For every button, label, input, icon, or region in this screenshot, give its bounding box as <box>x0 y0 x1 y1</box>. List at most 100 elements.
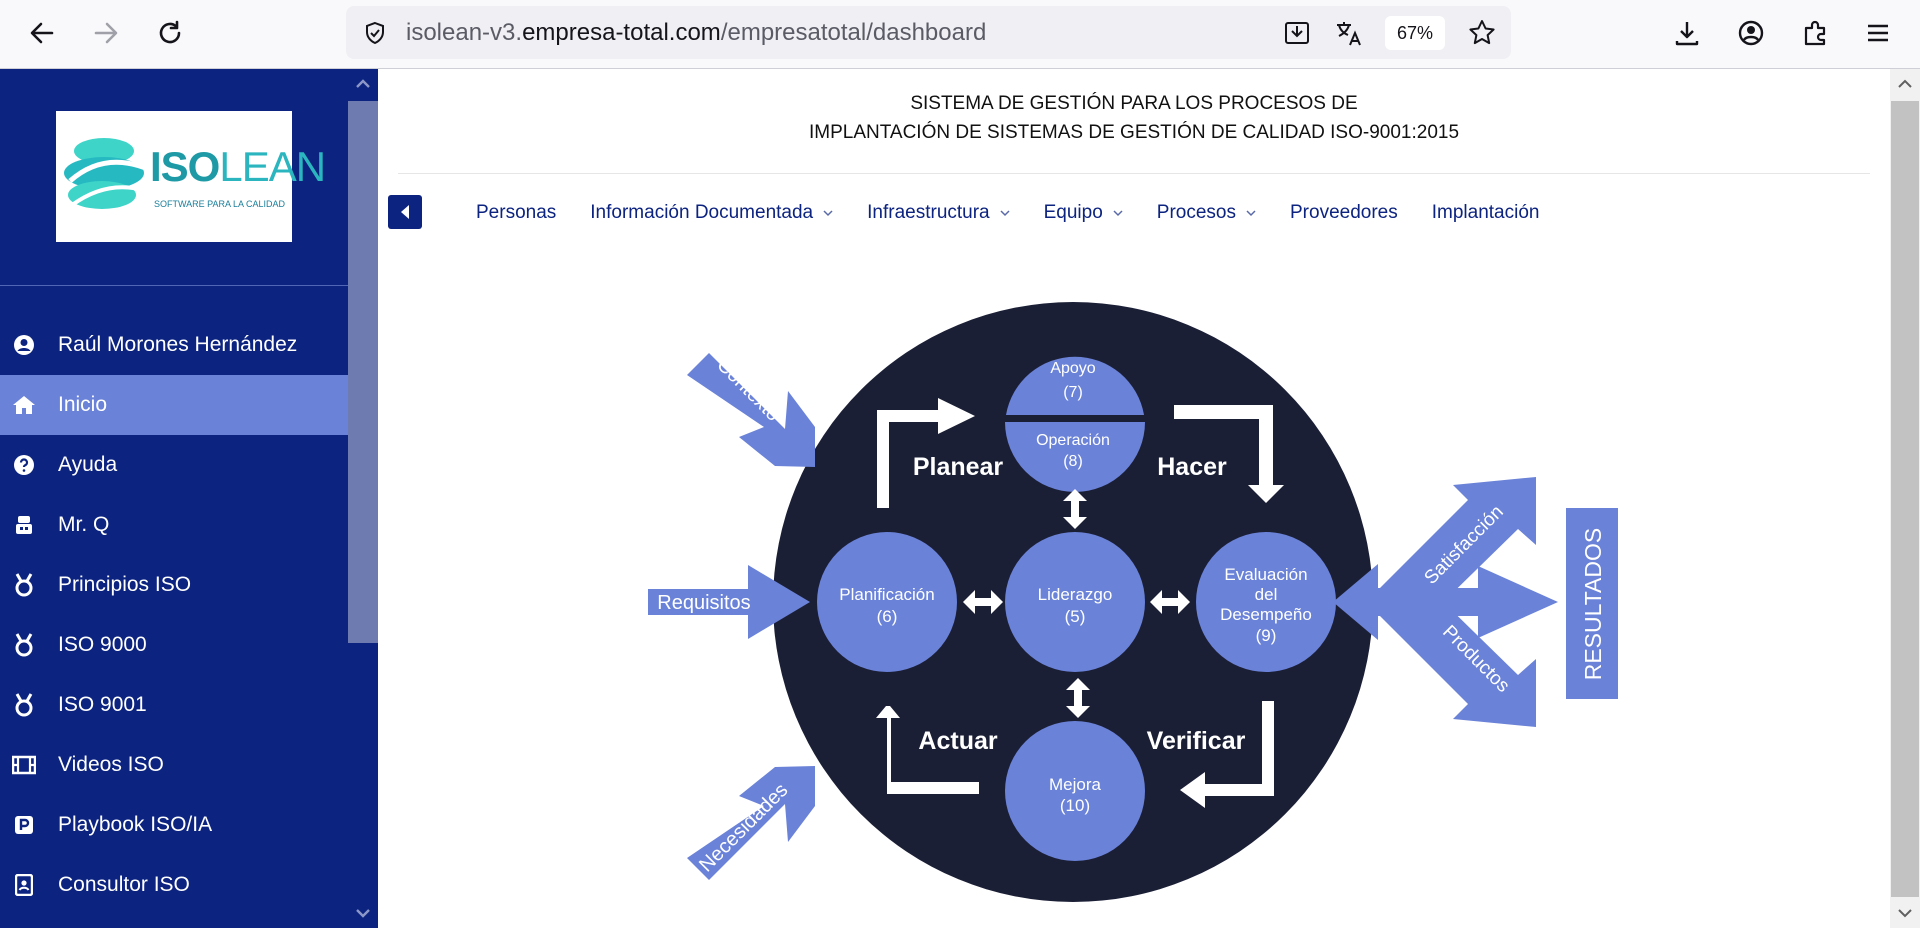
sidebar-item-label: Inicio <box>58 393 108 416</box>
medal-icon <box>12 693 36 717</box>
sidebar-item-label: Videos ISO <box>58 753 164 776</box>
mejora-number: (10) <box>1060 796 1090 815</box>
sidebar-item-mr-q[interactable]: Mr. Q <box>0 495 348 555</box>
sidebar-item-label: Consultor ISO <box>58 873 190 896</box>
account-button[interactable] <box>1731 13 1771 53</box>
nav-implantacion[interactable]: Implantación <box>1432 202 1540 224</box>
title-divider <box>398 173 1870 174</box>
evaluacion-label-3: Desempeño <box>1220 605 1312 624</box>
url-bar[interactable]: isolean-v3.empresa-total.com/empresatota… <box>346 6 1511 59</box>
pdca-diagram: Contexto Requisitos Necesidades Satisfac… <box>648 302 1618 902</box>
connector-arrows <box>963 489 1190 718</box>
medal-icon <box>12 573 36 597</box>
reload-icon <box>159 20 181 44</box>
sidebar-item-ayuda[interactable]: Ayuda <box>0 435 348 495</box>
arrow-left-icon <box>30 22 54 44</box>
page-scroll-thumb[interactable] <box>1891 101 1919 897</box>
extensions-button[interactable] <box>1795 13 1835 53</box>
caret-left-icon <box>401 205 409 219</box>
apoyo-number: (7) <box>1063 384 1083 401</box>
necesidades-arrow: Necesidades <box>687 766 815 880</box>
globe-logo-icon <box>64 138 149 209</box>
nav-label: Personas <box>476 202 557 223</box>
forward-button[interactable] <box>86 13 126 53</box>
sidebar-item-iso-9001[interactable]: ISO 9001 <box>0 675 348 735</box>
sidebar-item-label: Principios ISO <box>58 573 192 596</box>
nav-personas[interactable]: Personas <box>476 202 556 224</box>
contexto-arrow: Contexto <box>687 353 815 467</box>
scroll-down-icon <box>356 909 370 918</box>
planificacion-number: (6) <box>877 607 898 626</box>
page-title-line-2: IMPLANTACIÓN DE SISTEMAS DE GESTIÓN DE C… <box>808 122 1460 143</box>
shield-icon[interactable] <box>356 14 394 52</box>
user-name: Raúl Morones Hernández <box>58 333 298 356</box>
back-button[interactable] <box>22 13 62 53</box>
apoyo-operacion-node[interactable]: Apoyo (7) Operación (8) <box>1005 356 1145 492</box>
sidebar-scroll-thumb[interactable] <box>348 101 378 643</box>
id-badge-icon <box>12 873 36 897</box>
sidebar-item-principios-iso[interactable]: Principios ISO <box>0 555 348 615</box>
translate-icon[interactable] <box>1330 14 1368 52</box>
sidebar-scrollbar[interactable] <box>348 69 378 928</box>
page-scrollbar[interactable] <box>1890 69 1920 928</box>
sidebar-item-label: ISO 9000 <box>58 633 147 656</box>
hacer-label: Hacer <box>1157 453 1227 481</box>
sidebar-toggle-button[interactable] <box>388 195 422 229</box>
menu-button[interactable] <box>1858 13 1898 53</box>
zoom-level-badge[interactable]: 67% <box>1385 16 1445 50</box>
resultados-label: RESULTADOS <box>1580 528 1606 681</box>
evaluacion-label-1: Evaluación <box>1224 565 1307 584</box>
evaluacion-label-2: del <box>1255 585 1278 604</box>
home-icon <box>12 393 36 417</box>
sidebar-item-videos-iso[interactable]: Videos ISO <box>0 735 348 795</box>
chevron-down-icon <box>1113 210 1123 217</box>
requisitos-arrow: Requisitos <box>648 565 810 639</box>
downloads-button[interactable] <box>1667 13 1707 53</box>
double-arrow-lid-eval <box>1150 590 1190 614</box>
medal-icon <box>12 633 36 657</box>
bookmark-star-icon[interactable] <box>1463 14 1501 52</box>
operacion-number: (8) <box>1063 453 1083 470</box>
scroll-up-icon <box>1898 79 1912 88</box>
puzzle-icon <box>1804 20 1826 46</box>
hacer-arrow <box>1174 405 1284 503</box>
actuar-arrow <box>876 706 979 794</box>
sidebar-item-consultor-iso[interactable]: Consultor ISO <box>0 855 348 915</box>
page-title-line-1: SISTEMA DE GESTIÓN PARA LOS PROCESOS DE <box>910 93 1358 114</box>
evaluacion-number: (9) <box>1256 626 1277 645</box>
url-text[interactable]: isolean-v3.empresa-total.com/empresatota… <box>406 19 987 46</box>
sidebar-item-inicio[interactable]: Inicio <box>0 375 348 435</box>
sidebar: ISOLEAN SOFTWARE PARA LA CALIDAD Raúl Mo… <box>0 69 348 928</box>
nav-label: Implantación <box>1431 202 1540 223</box>
liderazgo-number: (5) <box>1065 607 1086 626</box>
chevron-down-icon <box>1000 210 1010 217</box>
nav-label: Procesos <box>1156 202 1236 223</box>
planificacion-label: Planificación <box>839 585 934 604</box>
page-save-icon[interactable] <box>1278 14 1316 52</box>
liderazgo-node[interactable]: Liderazgo (5) <box>1005 532 1145 672</box>
nav-informacion-documentada[interactable]: Información Documentada <box>590 202 833 224</box>
liderazgo-label: Liderazgo <box>1038 585 1113 604</box>
actuar-label: Actuar <box>918 727 997 755</box>
reload-button[interactable] <box>150 13 190 53</box>
download-icon <box>1675 22 1699 46</box>
planificacion-node[interactable]: Planificación (6) <box>817 532 957 672</box>
double-arrow-plan-lid <box>963 590 1003 614</box>
isolean-logo[interactable]: ISOLEAN SOFTWARE PARA LA CALIDAD <box>56 111 326 242</box>
requisitos-label: Requisitos <box>657 592 750 614</box>
user-circle-icon <box>12 333 36 357</box>
nav-label: Información Documentada <box>590 202 814 223</box>
pdca-cycle-arrows <box>876 398 1284 808</box>
nav-infraestructura[interactable]: Infraestructura <box>867 202 1010 224</box>
sidebar-item-playbook[interactable]: Playbook ISO/IA <box>0 795 348 855</box>
sidebar-item-iso-9000[interactable]: ISO 9000 <box>0 615 348 675</box>
mejora-node[interactable]: Mejora (10) <box>1005 721 1145 861</box>
nav-equipo[interactable]: Equipo <box>1044 202 1123 224</box>
scroll-up-icon <box>356 79 370 88</box>
nav-proveedores[interactable]: Proveedores <box>1290 202 1398 224</box>
sidebar-user[interactable]: Raúl Morones Hernández <box>0 315 348 375</box>
verificar-label: Verificar <box>1147 727 1246 755</box>
nav-label: Proveedores <box>1290 202 1398 223</box>
nav-procesos[interactable]: Procesos <box>1157 202 1256 224</box>
evaluacion-node[interactable]: Evaluación del Desempeño (9) <box>1196 532 1336 672</box>
